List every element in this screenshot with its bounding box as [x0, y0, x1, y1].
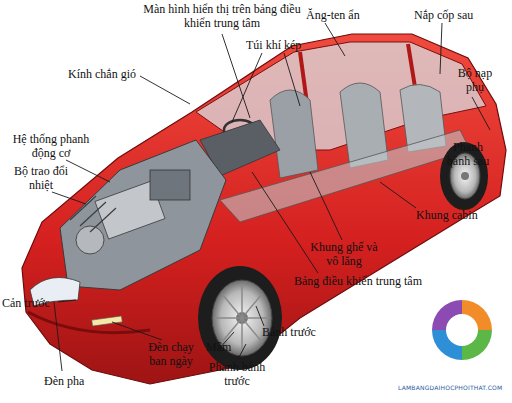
part-label: Phanh bánh sau	[440, 140, 496, 168]
part-label: Khung cabin	[416, 208, 478, 222]
part-label: Hệ thống phanh động cơ	[2, 132, 100, 160]
part-label: Kính chắn gió	[68, 67, 136, 81]
part-label: Bánh trước	[262, 325, 316, 339]
part-label: Túi khí kép	[246, 38, 301, 52]
part-label: Nắp cốp sau	[414, 8, 473, 22]
part-label: Màn hình hiển thị trên bảng điều khiển t…	[140, 2, 304, 30]
part-label: Đèn pha	[44, 374, 84, 388]
part-label: Phanh bánh trước	[208, 360, 266, 388]
part-label: Bộ nạp phụ	[452, 66, 498, 94]
part-label: Khung ghế và vô lăng	[310, 240, 378, 268]
watermark: LAMBANGDAIHOCPHOITHAT.COM	[398, 384, 502, 392]
part-label: Đèn chạy ban ngày	[140, 340, 202, 368]
part-label: Cản trước	[2, 296, 50, 310]
part-label: Bộ trao đổi nhiệt	[2, 164, 80, 192]
part-label: Mâm	[206, 340, 231, 354]
part-label: Bảng điều khiển trung tâm	[294, 274, 422, 288]
part-label: Ăng-ten ẩn	[306, 8, 360, 22]
